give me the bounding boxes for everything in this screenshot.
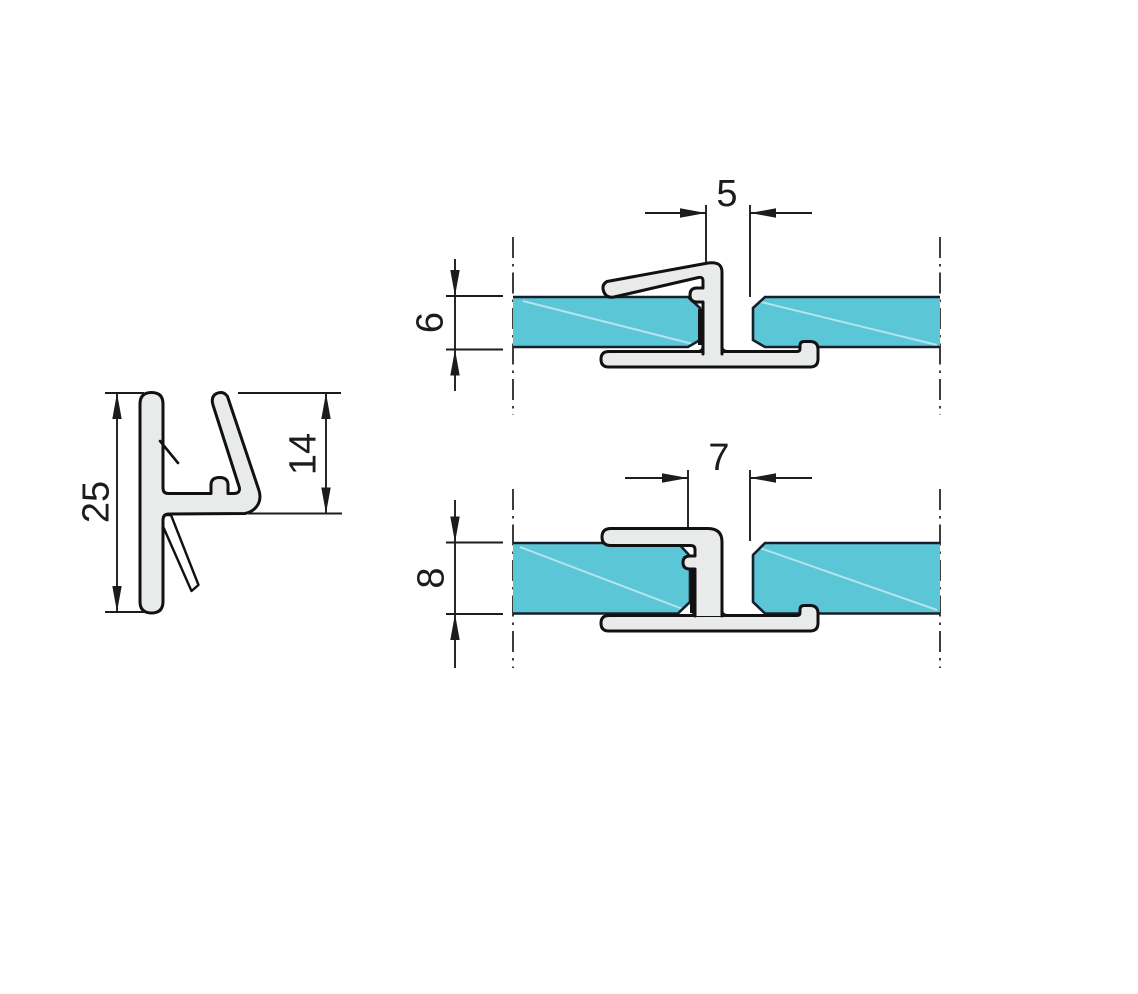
arrow-down-icon: [112, 586, 122, 612]
seal-stem-flap-outline: [601, 261, 724, 356]
arrow-up-icon: [450, 349, 460, 376]
arrow-left-icon: [750, 473, 776, 483]
glass-reflection: [756, 300, 938, 346]
seal-stem-flap-fill: [602, 528, 722, 616]
figure-glass-joint-6mm: 5 6: [409, 173, 941, 415]
figure-glass-joint-8mm: 7 8: [410, 437, 941, 668]
arrow-up-icon: [321, 393, 331, 419]
arrow-up-icon: [450, 614, 460, 640]
figure-profile-cross-section: 25 14: [75, 391, 342, 615]
dimension-label-14: 14: [282, 433, 324, 475]
profile-gusset-line: [158, 439, 180, 465]
glass-reflection: [519, 546, 689, 612]
stem-foot-fillet-left: [695, 344, 705, 353]
glass-edge-right: [751, 295, 940, 349]
seal-fin-compressed: [698, 309, 703, 345]
dimension-thickness-8: 8: [410, 500, 503, 668]
arrow-right-icon: [680, 208, 706, 218]
stem-foot-fillet-right: [720, 608, 730, 617]
profile-body: [138, 391, 262, 615]
dimension-thickness-6: 6: [409, 259, 503, 391]
stem-foot-fillet-left: [688, 608, 697, 617]
dimension-label-25: 25: [75, 481, 117, 523]
stem-foot-fillet-right: [720, 344, 730, 353]
arrow-down-icon: [450, 270, 460, 296]
seal-foot: [599, 340, 820, 369]
dimension-profile-height: 25: [75, 392, 144, 613]
seal-fin-compressed: [690, 559, 696, 613]
dimension-flap-length: 14: [238, 392, 342, 515]
dimension-gap-5: 5: [645, 173, 812, 297]
glass-reflection: [522, 300, 694, 345]
arrow-up-icon: [112, 393, 122, 419]
seal-stem-flap-fill: [602, 262, 722, 354]
seal-stem-flap-outline: [600, 527, 724, 618]
arrow-down-icon: [321, 487, 331, 514]
arrow-down-icon: [450, 516, 460, 543]
arrow-left-icon: [750, 208, 776, 218]
arrow-right-icon: [662, 473, 688, 483]
seal-foot: [599, 604, 820, 633]
dimension-gap-7: 7: [625, 437, 812, 541]
dimension-label-6: 6: [409, 312, 451, 333]
glass-edge-right: [751, 541, 940, 615]
dimension-label-7: 7: [708, 437, 729, 479]
dimension-label-8: 8: [410, 567, 452, 588]
dimension-label-5: 5: [716, 173, 737, 215]
glass-reflection: [756, 546, 938, 611]
